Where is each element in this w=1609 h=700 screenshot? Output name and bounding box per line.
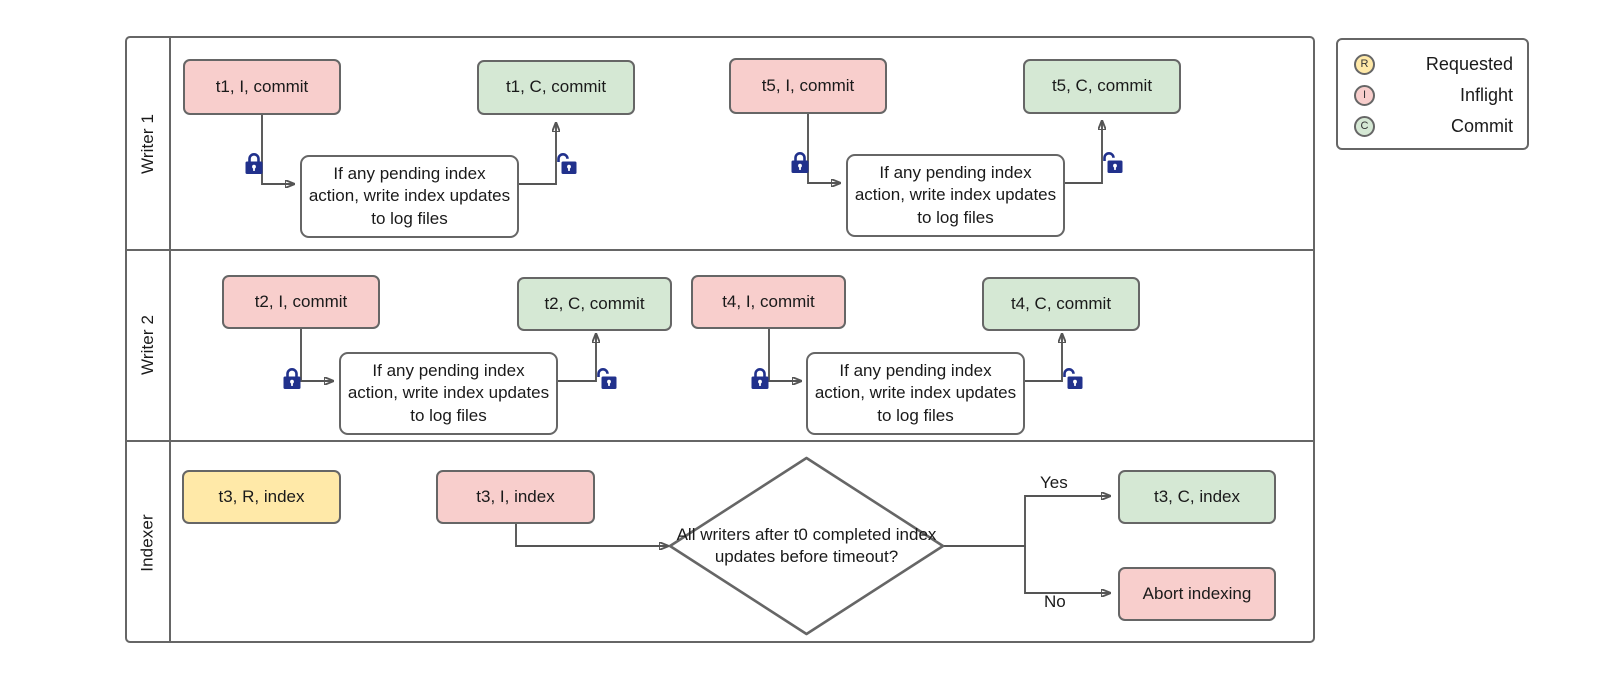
legend-label-requested: Requested [1425,54,1513,74]
legend-dot-requested: R [1354,54,1375,75]
node-indexer-decision[interactable]: All writers after t0 completed index upd… [668,456,945,636]
lane-label: Writer 1 [138,113,157,174]
lock-closed-icon [789,151,811,175]
lane-label: Writer 2 [138,314,157,375]
legend-item-requested: R Requested [1354,49,1515,80]
lock-open-icon [596,367,618,391]
lock-closed-icon [243,152,265,176]
node-indexer-t3-commit[interactable]: t3, C, index [1118,470,1276,524]
legend-dot-commit: C [1354,116,1375,137]
node-indexer-t3-requested[interactable]: t3, R, index [182,470,341,524]
node-w2-t4-commit[interactable]: t4, C, commit [982,277,1140,331]
edge-label-yes: Yes [1040,473,1068,492]
lane-header-column-divider [169,38,171,641]
node-w2-t2-inflight[interactable]: t2, I, commit [222,275,380,329]
node-w1-process-1[interactable]: If any pending index action, write index… [300,155,519,238]
node-w1-t1-commit[interactable]: t1, C, commit [477,60,635,115]
node-w1-process-2[interactable]: If any pending index action, write index… [846,154,1065,237]
lock-open-icon [1062,367,1084,391]
legend-label-inflight: Inflight [1459,85,1513,105]
legend-item-inflight: I Inflight [1354,80,1515,111]
node-w2-process-1[interactable]: If any pending index action, write index… [339,352,558,435]
node-w1-t5-inflight[interactable]: t5, I, commit [729,58,887,114]
legend-panel: R Requested I Inflight C Commit [1336,38,1529,150]
node-indexer-abort[interactable]: Abort indexing [1118,567,1276,621]
node-w2-process-2[interactable]: If any pending index action, write index… [806,352,1025,435]
legend-dot-inflight: I [1354,85,1375,106]
lane-divider-2 [127,440,1313,442]
lock-closed-icon [749,367,771,391]
lane-title-writer2: Writer 2 [127,249,169,440]
lock-closed-icon [281,367,303,391]
node-w2-t2-commit[interactable]: t2, C, commit [517,277,672,331]
lock-open-icon [556,152,578,176]
lock-open-icon [1102,151,1124,175]
node-indexer-t3-inflight[interactable]: t3, I, index [436,470,595,524]
legend-label-commit: Commit [1451,116,1513,136]
legend-item-commit: C Commit [1354,111,1515,142]
lane-title-indexer: Indexer [127,440,169,645]
node-w1-t5-commit[interactable]: t5, C, commit [1023,59,1181,114]
lane-divider-1 [127,249,1313,251]
lane-title-writer1: Writer 1 [127,38,169,249]
node-w1-t1-inflight[interactable]: t1, I, commit [183,59,341,115]
edge-label-no: No [1044,592,1066,611]
node-w2-t4-inflight[interactable]: t4, I, commit [691,275,846,329]
lane-label: Indexer [138,513,157,572]
